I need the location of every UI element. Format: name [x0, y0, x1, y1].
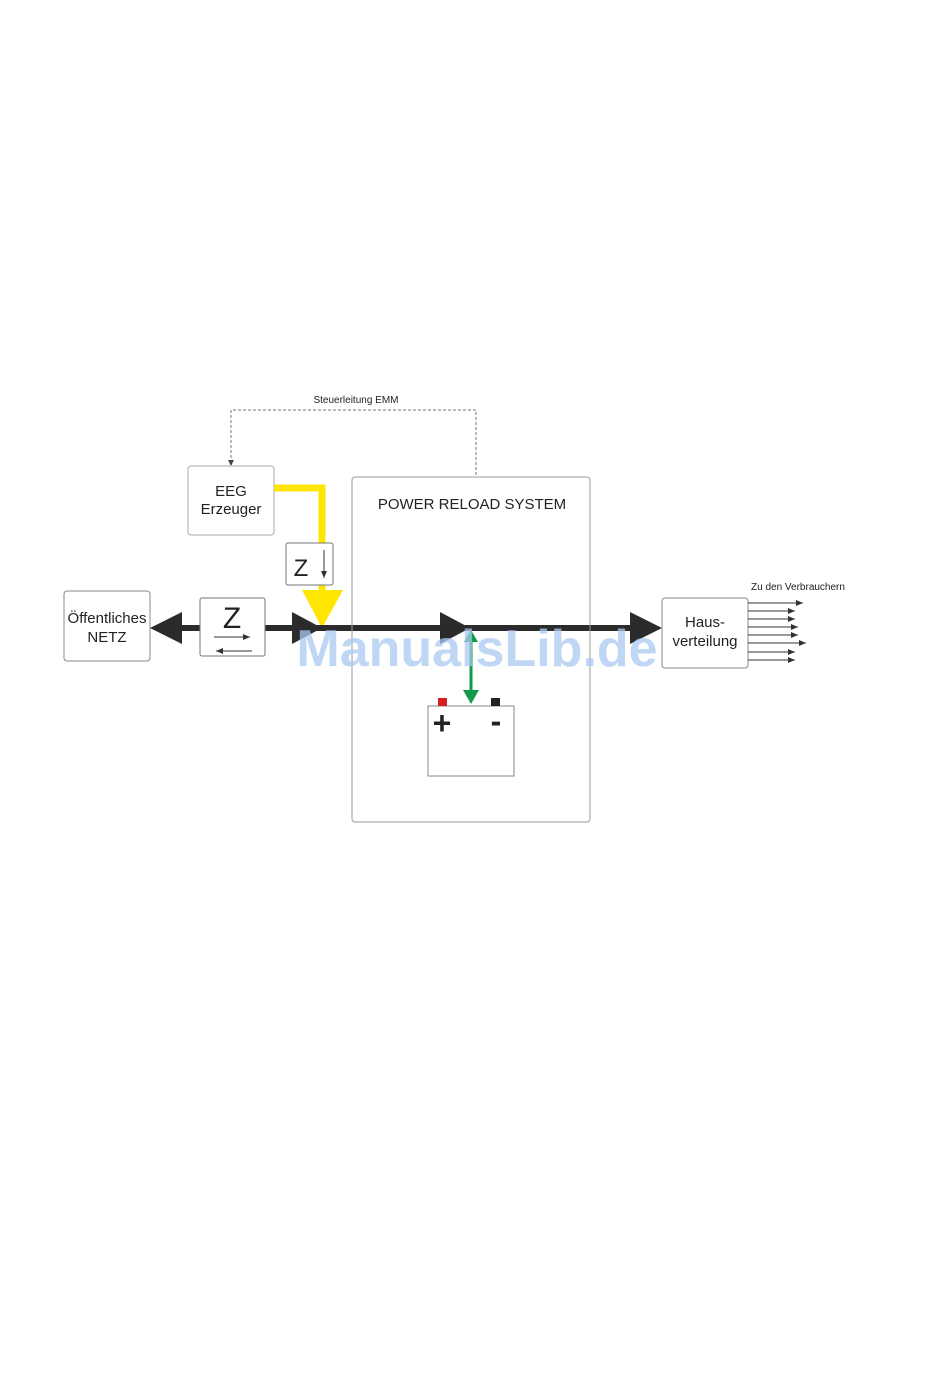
house-label-line1: Haus- — [685, 614, 725, 631]
public-grid-label-line1: Öffentliches — [68, 609, 147, 627]
control-line — [231, 410, 476, 475]
battery-flow-arrow-down-icon — [463, 690, 479, 704]
control-line-label: Steuerleitung EMM — [313, 395, 398, 406]
public-grid-label-line2: NETZ — [87, 629, 126, 646]
power-reload-system-title: POWER RELOAD SYSTEM — [378, 496, 566, 513]
battery-plus-sign: + — [433, 705, 452, 741]
watermark: ManualsLib.de — [296, 620, 657, 678]
eeg-meter-letter: Z — [294, 555, 309, 582]
battery-minus-sign: - — [491, 703, 502, 739]
eeg-label-line2: Erzeuger — [201, 501, 262, 518]
consumers-label: Zu den Verbrauchern — [751, 582, 845, 593]
consumer-outputs — [748, 603, 806, 660]
grid-arrow-icon — [150, 612, 182, 644]
control-line-arrow-icon — [228, 460, 234, 466]
house-label-line2: verteilung — [672, 633, 737, 650]
eeg-label-line1: EEG — [215, 483, 247, 500]
grid-meter-letter: Z — [223, 602, 241, 635]
